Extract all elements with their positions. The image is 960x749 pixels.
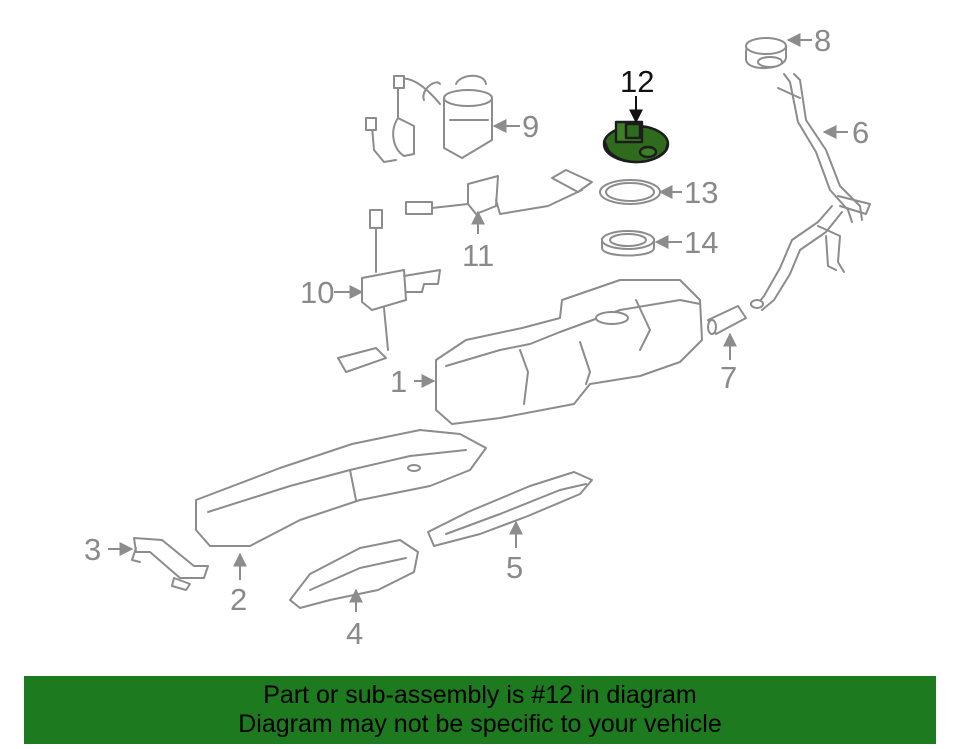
part-4-heat-shield[interactable]	[289, 539, 419, 609]
callout-4[interactable]: 4	[346, 616, 363, 651]
callout-6[interactable]: 6	[852, 115, 869, 150]
part-8-fuel-cap[interactable]	[745, 37, 787, 69]
part-3-bracket[interactable]	[131, 537, 209, 591]
part-9-fuel-pump[interactable]	[365, 74, 493, 163]
part-14-lock-ring[interactable]	[601, 230, 655, 257]
callout-9[interactable]: 9	[522, 109, 539, 144]
callout-13[interactable]: 13	[684, 175, 718, 210]
banner-line-2: Diagram may not be specific to your vehi…	[238, 710, 722, 738]
part-12-highlighted[interactable]	[602, 120, 670, 164]
part-2-skid-plate[interactable]	[195, 429, 487, 547]
part-11-sending-unit[interactable]	[405, 169, 593, 215]
part-10-level-sensor[interactable]	[337, 209, 441, 373]
callout-10[interactable]: 10	[300, 275, 334, 310]
part-7-hose[interactable]	[707, 305, 747, 335]
callout-8[interactable]: 8	[814, 23, 831, 58]
part-6-filler-neck[interactable]	[750, 73, 871, 311]
callout-7[interactable]: 7	[720, 360, 737, 395]
banner-line-1: Part or sub-assembly is #12 in diagram	[263, 681, 697, 709]
callout-3[interactable]: 3	[84, 532, 101, 567]
callout-14[interactable]: 14	[684, 225, 718, 260]
callout-1[interactable]: 1	[390, 364, 407, 399]
part-5-shield[interactable]	[427, 471, 593, 547]
part-13-seal[interactable]	[599, 179, 661, 205]
part-1-fuel-tank[interactable]	[435, 279, 703, 425]
callout-2[interactable]: 2	[230, 582, 247, 617]
callout-12[interactable]: 12	[620, 64, 654, 99]
callout-11[interactable]: 11	[462, 238, 494, 273]
callout-5[interactable]: 5	[506, 550, 523, 585]
info-banner: Part or sub-assembly is #12 in diagram D…	[24, 676, 936, 744]
